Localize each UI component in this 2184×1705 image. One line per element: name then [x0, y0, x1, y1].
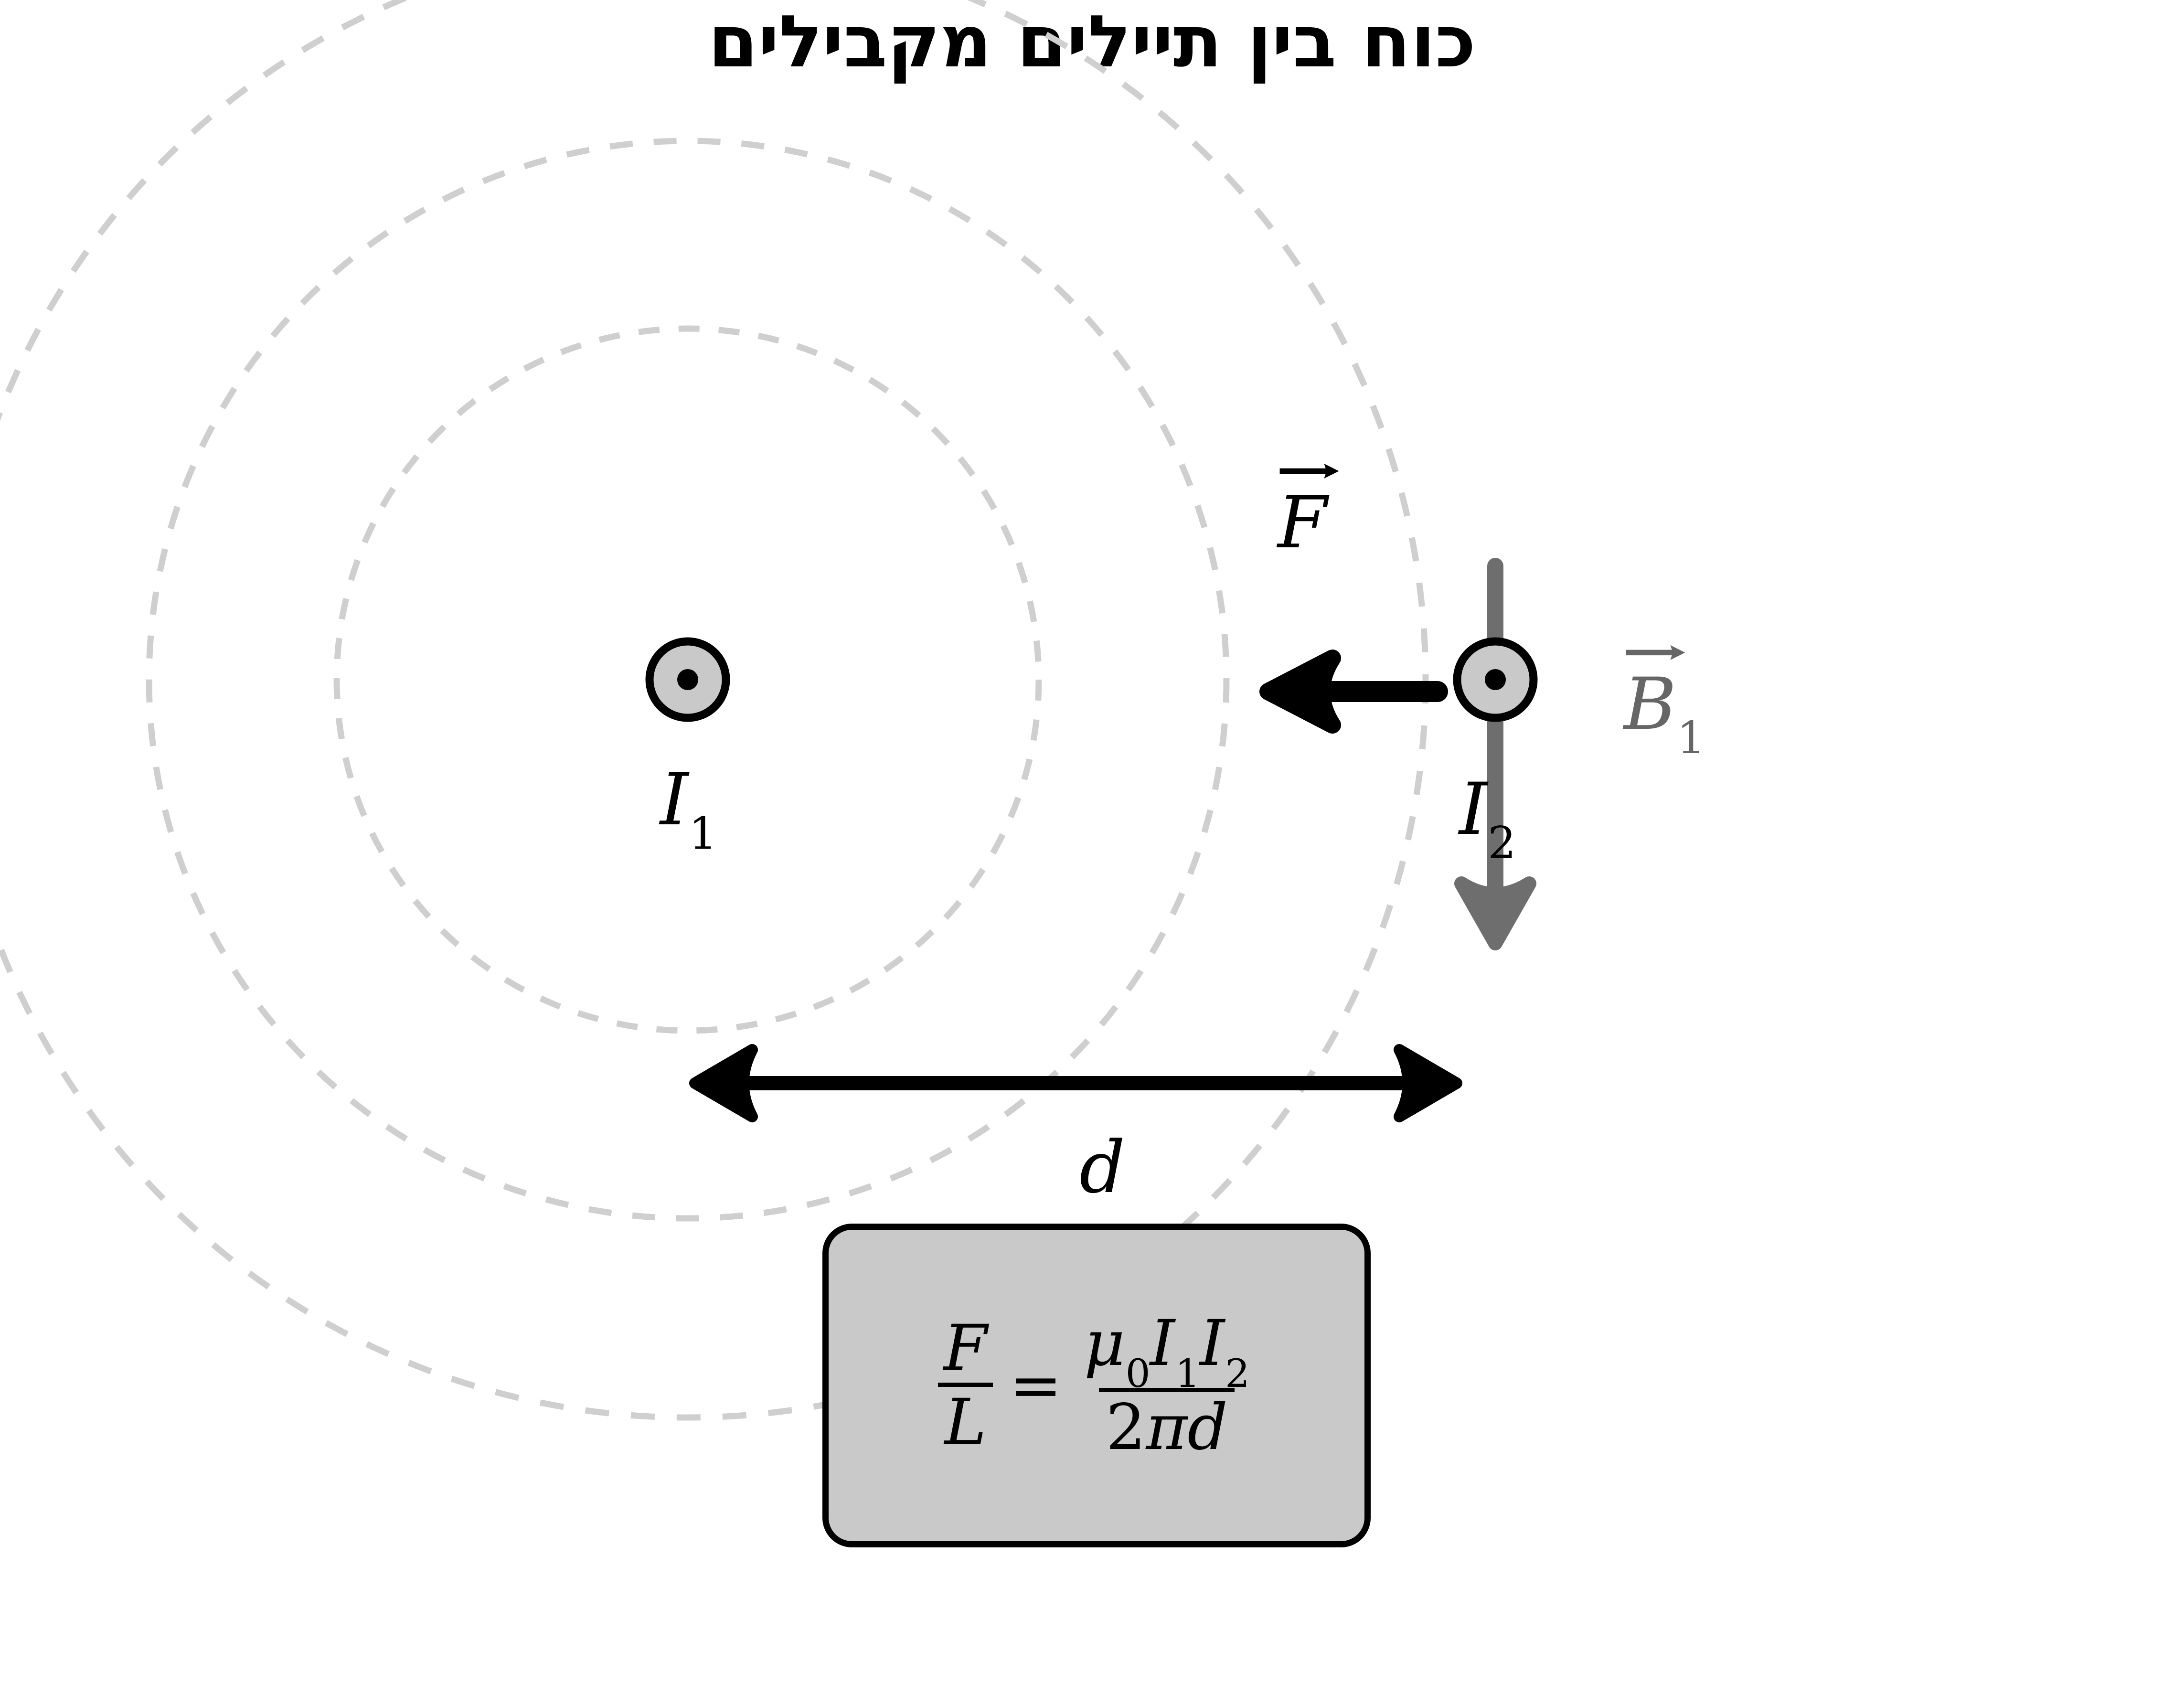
- b-field-arrow: [1454, 558, 1536, 950]
- b-field-vector-label: B1: [1624, 645, 1705, 760]
- force-per-length-formula: F L = μ0I1I2 2πd: [937, 1312, 1257, 1459]
- formula-lhs-fraction: F L: [937, 1317, 994, 1454]
- force-arrow: [1259, 650, 1448, 734]
- field-line-outer: [0, 0, 1429, 1421]
- magnetic-field-lines: [0, 0, 1429, 1421]
- vector-arrow-icon: [1279, 463, 1339, 479]
- vector-arrow-icon: [1626, 645, 1685, 660]
- separation-dimension-arrow: [689, 1044, 1462, 1122]
- field-line-inner: [333, 325, 1042, 1034]
- wire-2: [1453, 637, 1538, 722]
- separation-label: d: [1079, 1126, 1126, 1209]
- wire-1-current-out-dot: [677, 669, 698, 690]
- field-line-middle: [146, 138, 1230, 1222]
- page-title: כוח בין תיילים מקבילים: [708, 0, 1476, 84]
- formula-lhs-denominator: L: [938, 1383, 993, 1454]
- current-2-label: I2: [1459, 768, 1516, 869]
- formula-rhs-fraction: μ0I1I2 2πd: [1077, 1312, 1256, 1459]
- formula-rhs-denominator: 2πd: [1099, 1387, 1235, 1459]
- wire-1: [645, 637, 730, 722]
- wire-2-current-out-dot: [1485, 669, 1506, 690]
- formula-equals-sign: =: [1009, 1348, 1062, 1422]
- current-1-label: I1: [660, 758, 717, 860]
- formula-box: F L = μ0I1I2 2πd: [822, 1224, 1371, 1547]
- force-vector-label: F: [1278, 463, 1339, 559]
- formula-lhs-numerator: F: [943, 1311, 988, 1385]
- formula-rhs-numerator: μ0I1I2: [1084, 1307, 1250, 1396]
